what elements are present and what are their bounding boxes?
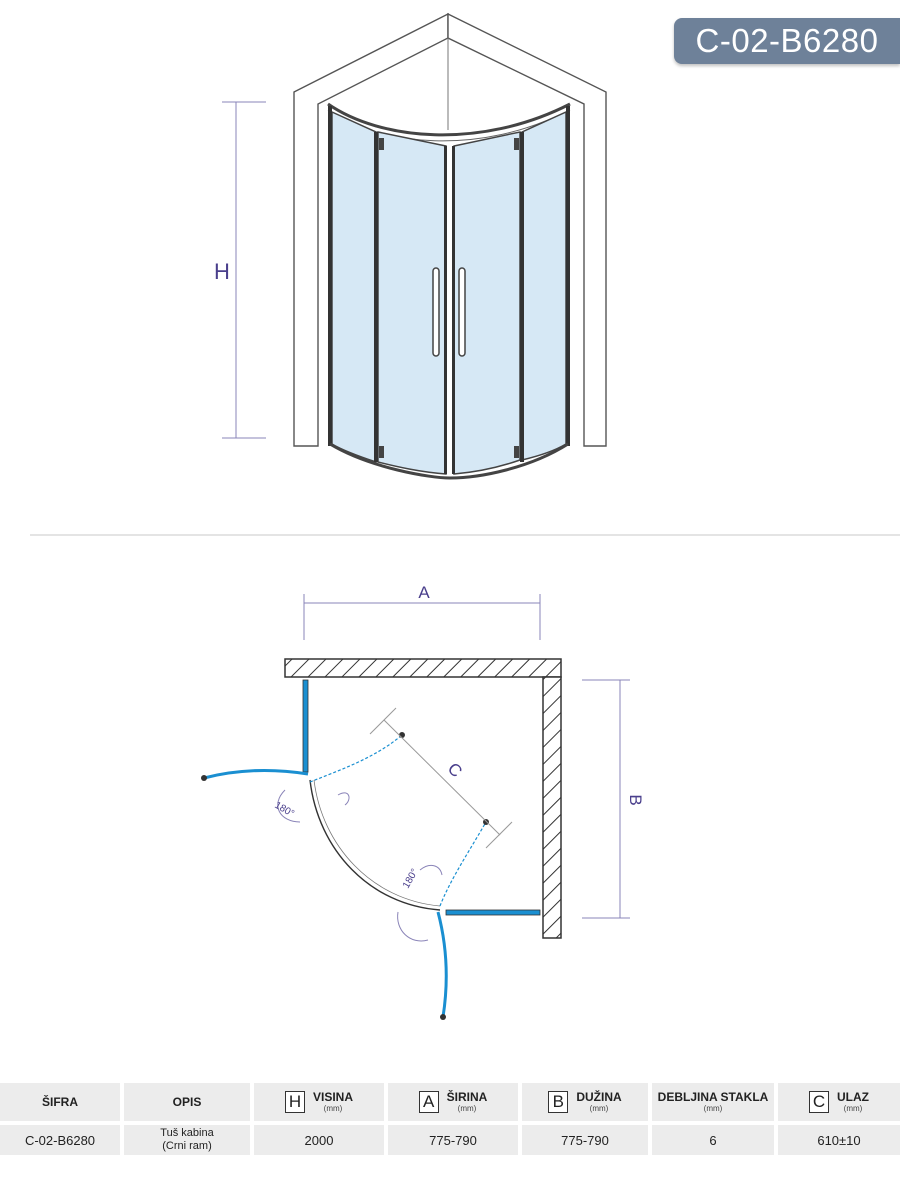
shower-3d-view: H [214,12,607,480]
header-sirina: A ŠIRINA(mm) [388,1083,518,1121]
right-fixed-glass [521,110,567,461]
header-visina: H VISINA(mm) [254,1083,384,1121]
cell-visina: 2000 [254,1125,384,1155]
header-debljina: DEBLJINA STAKLA(mm) [652,1083,774,1121]
right-handle [458,267,466,357]
right-angle-label: 180° [401,867,421,890]
b-letter-icon: B [548,1091,569,1113]
technical-drawing: H A B C [30,12,900,1020]
cell-sirina: 775-790 [388,1125,518,1155]
side-wall [542,676,562,939]
top-wall [284,658,562,678]
left-door-open [203,769,309,780]
entry-label: C [444,759,466,781]
header-sifra: ŠIFRA [0,1083,120,1121]
right-door-open [436,911,448,1018]
length-label: B [626,794,645,805]
width-label: A [418,583,430,602]
tray-curve [309,779,441,911]
left-handle [432,267,440,357]
table-header-row: ŠIFRA OPIS H VISINA(mm) A ŠIRINA(mm) B D… [0,1083,900,1121]
cell-opis: Tuš kabina(Crni ram) [124,1125,250,1155]
cell-sifra: C-02-B6280 [0,1125,120,1155]
header-ulaz: C ULAZ(mm) [778,1083,900,1121]
cell-duzina: 775-790 [522,1125,648,1155]
h-letter-icon: H [284,1091,305,1113]
a-letter-icon: A [418,1091,439,1113]
height-label: H [214,259,230,284]
cell-debljina: 6 [652,1125,774,1155]
product-code-badge: C-02-B6280 [674,18,900,64]
header-opis: OPIS [124,1083,250,1121]
cell-ulaz: 610±10 [778,1125,900,1155]
header-duzina: B DUŽINA(mm) [522,1083,648,1121]
left-angle-label: 180° [273,800,296,820]
c-letter-icon: C [809,1091,829,1113]
table-row: C-02-B6280 Tuš kabina(Crni ram) 2000 775… [0,1125,900,1155]
right-fixed-panel [445,909,541,916]
left-fixed-glass [331,110,377,464]
shower-plan-view: A B C 180° 180° [201,583,645,1020]
left-fixed-panel [302,679,309,773]
top-rail [327,102,571,137]
bottom-rail [329,442,569,480]
right-door-glass [453,131,521,475]
